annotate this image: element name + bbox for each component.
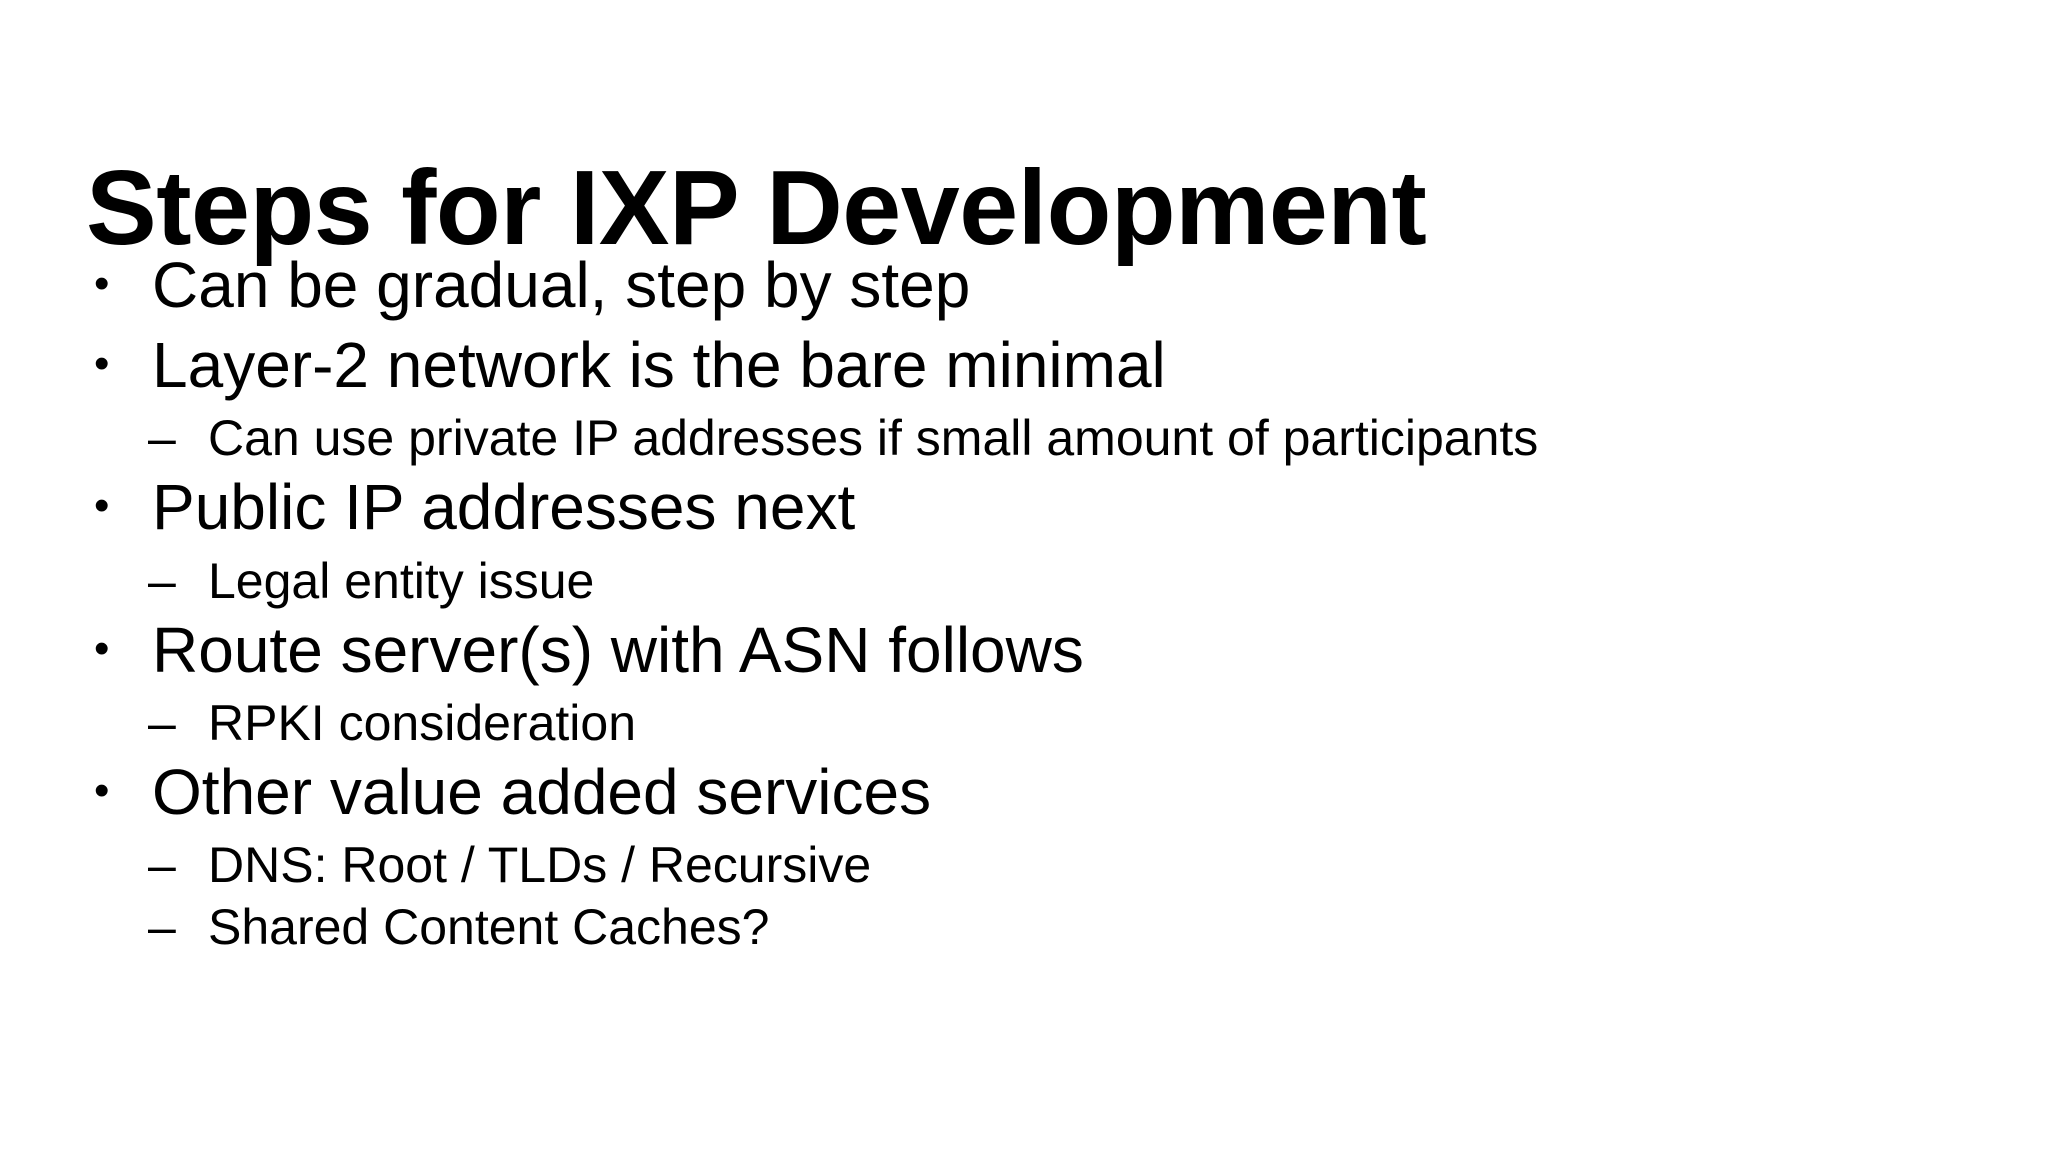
bullet-group: • Route server(s) with ASN follows – RPK… [86, 613, 1986, 753]
dash-icon: – [148, 552, 176, 609]
bullet-dot-icon: • [94, 481, 110, 531]
list-item-label: Can be gradual, step by step [152, 249, 971, 321]
sub-list: – Legal entity issue [86, 551, 1986, 611]
list-item[interactable]: • Public IP addresses next [86, 470, 1986, 544]
list-item[interactable]: • Route server(s) with ASN follows [86, 613, 1986, 687]
bullet-dot-icon: • [94, 259, 110, 308]
sub-list-item-label: Legal entity issue [208, 552, 595, 609]
sub-list-item-label: Shared Content Caches? [208, 899, 770, 956]
bullet-dot-icon: • [94, 765, 110, 815]
list-item-label: Other value added services [152, 755, 932, 828]
bullet-group: • Other value added services – DNS: Root… [86, 755, 1986, 957]
dash-icon: – [148, 694, 176, 751]
sub-list-item[interactable]: – Shared Content Caches? [86, 897, 1986, 957]
page-title: Steps for IXP Development [86, 149, 1427, 268]
list-item-label: Public IP addresses next [152, 471, 856, 544]
list-item[interactable]: • Other value added services [86, 755, 1986, 829]
bullet-group: • Can be gradual, step by step [86, 248, 1986, 322]
sub-list-item[interactable]: – DNS: Root / TLDs / Recursive [86, 835, 1986, 895]
sub-list-item-label: RPKI consideration [208, 694, 637, 751]
sub-list: – RPKI consideration [86, 693, 1986, 753]
list-item[interactable]: • Can be gradual, step by step [86, 248, 1986, 322]
bullet-dot-icon: • [94, 623, 110, 673]
list-item-label: Route server(s) with ASN follows [152, 613, 1084, 686]
sub-list-item[interactable]: – Legal entity issue [86, 551, 1986, 611]
list-item[interactable]: • Layer-2 network is the bare minimal [86, 328, 1986, 402]
list-item-label: Layer-2 network is the bare minimal [152, 329, 1166, 402]
sub-list-item[interactable]: – Can use private IP addresses if small … [86, 408, 1986, 468]
sub-list: – DNS: Root / TLDs / Recursive – Shared … [86, 835, 1986, 957]
sub-list-item-label: DNS: Root / TLDs / Recursive [208, 837, 872, 894]
dash-icon: – [148, 837, 176, 894]
slide-body-content: • Can be gradual, step by step • Layer-2… [86, 248, 1986, 959]
bullet-group: • Layer-2 network is the bare minimal – … [86, 328, 1986, 468]
sub-list: – Can use private IP addresses if small … [86, 408, 1986, 468]
bullet-dot-icon: • [94, 339, 110, 389]
bullet-group: • Public IP addresses next – Legal entit… [86, 470, 1986, 610]
dash-icon: – [148, 899, 176, 956]
dash-icon: – [148, 410, 176, 467]
sub-list-item-label: Can use private IP addresses if small am… [208, 410, 1539, 467]
sub-list-item[interactable]: – RPKI consideration [86, 693, 1986, 753]
